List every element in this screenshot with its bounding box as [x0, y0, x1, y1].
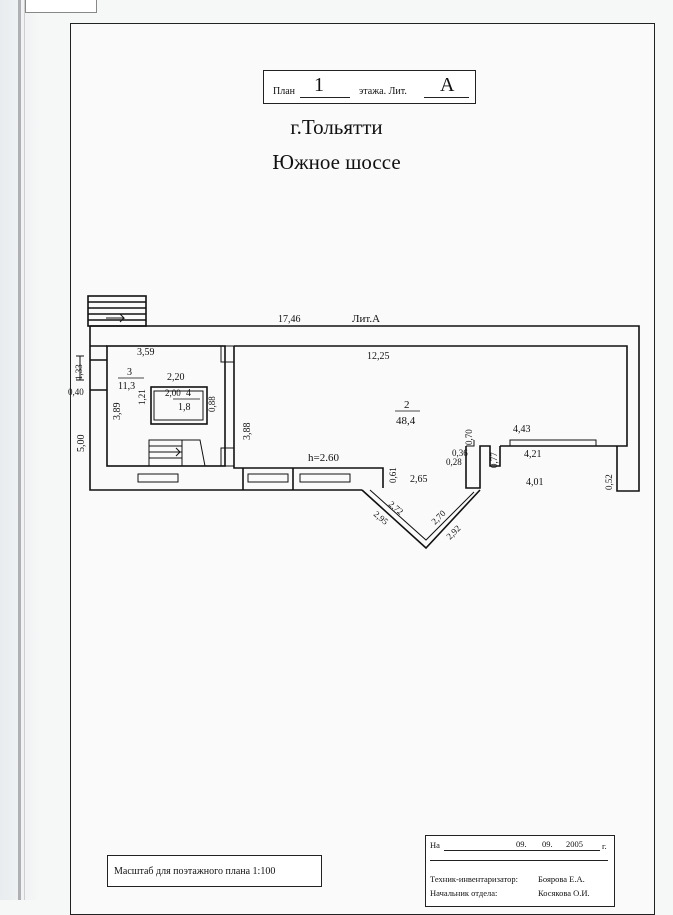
- room-2-number: 2: [404, 399, 410, 411]
- outer-stair: [87, 295, 147, 327]
- room-3-number: 3: [127, 367, 132, 378]
- room-4-number: 4: [186, 388, 191, 399]
- dim-room2-length: 12,25: [367, 351, 390, 362]
- plan-header-box: План 1 этажа. Лит. А: [263, 70, 476, 104]
- stamp-tech-label: Техник-инвентаризатор:: [430, 874, 518, 884]
- document-sheet: [70, 23, 655, 915]
- stamp-on-label: На: [430, 840, 440, 850]
- stamp-date-year: 2005: [566, 839, 583, 849]
- dim-bay-2-70: 2,70: [429, 508, 448, 527]
- scan-binding-line: [18, 0, 21, 900]
- dim-wall-0-61: 0,61: [388, 467, 398, 483]
- scan-corner-mark: [25, 0, 97, 13]
- dim-bay-2-95: 2,95: [372, 509, 391, 527]
- ceiling-height: h=2.60: [308, 452, 339, 464]
- stamp-year-suffix: г.: [602, 841, 607, 851]
- outer-wall: [90, 325, 640, 492]
- dim-right-0-52: 0,52: [604, 474, 614, 490]
- stamp-date-line: [444, 850, 600, 851]
- stamp-date-month: 09.: [542, 839, 553, 849]
- stamp-head-label: Начальник отдела:: [430, 888, 498, 898]
- floor-number: 1: [314, 74, 324, 96]
- dim-pier-0-36: 0,36: [452, 448, 468, 458]
- dim-left-5-00: 5,00: [76, 435, 87, 453]
- stamp-head-name: Косякова О.И.: [538, 888, 590, 898]
- dim-room4-side: 1,21: [137, 389, 147, 405]
- dim-pier-0-77: 0,77: [489, 452, 499, 468]
- dim-room3-height: 3,89: [112, 403, 123, 421]
- stamp-tech-name: Боярова Е.А.: [538, 874, 585, 884]
- bay-window: [361, 489, 481, 550]
- dim-right-4-21: 4,21: [524, 449, 542, 460]
- floor-number-underline: [300, 97, 350, 98]
- stamp-rule: [430, 860, 608, 861]
- dim-right-4-01: 4,01: [526, 477, 544, 488]
- street-title: Южное шоссе: [272, 150, 401, 174]
- dim-pier-0-28: 0,28: [446, 457, 462, 467]
- dim-right-4-43: 4,43: [513, 424, 531, 435]
- dim-room4-height: 0,88: [207, 396, 217, 412]
- room-3-area: 11,3: [118, 381, 135, 392]
- stamp-date-day: 09.: [516, 839, 527, 849]
- dim-room3-inner-width: 2,20: [167, 372, 185, 383]
- room-2-area: 48,4: [396, 415, 416, 427]
- plan-label: План: [273, 86, 296, 97]
- building-label: Лит.А: [352, 313, 380, 325]
- room-4-walls: [150, 386, 208, 425]
- dim-pier-0-70: 0,70: [464, 429, 474, 445]
- dim-bay-2-65: 2,65: [410, 474, 428, 485]
- dim-left-0-40: 0,40: [68, 387, 84, 397]
- dim-room2-left-height: 3,88: [242, 423, 253, 441]
- scale-note: Масштаб для поэтажного плана 1:100: [107, 855, 322, 887]
- signature-stamp: На 09. 09. 2005 г. Техник-инвентаризатор…: [425, 835, 615, 907]
- city-title: г.Тольятти: [290, 115, 383, 139]
- dim-room4-width: 2,00: [165, 388, 181, 398]
- letter-value: А: [440, 74, 455, 96]
- letter-underline: [424, 97, 469, 98]
- floor-label: этажа. Лит.: [359, 86, 407, 97]
- room-4-area: 1,8: [178, 402, 191, 413]
- scan-binding-line-thin: [24, 0, 25, 900]
- dim-outer-length: 17,46: [278, 314, 301, 325]
- dim-room3-width: 3,59: [137, 347, 155, 358]
- dim-left-1-33: 1,33: [74, 364, 84, 380]
